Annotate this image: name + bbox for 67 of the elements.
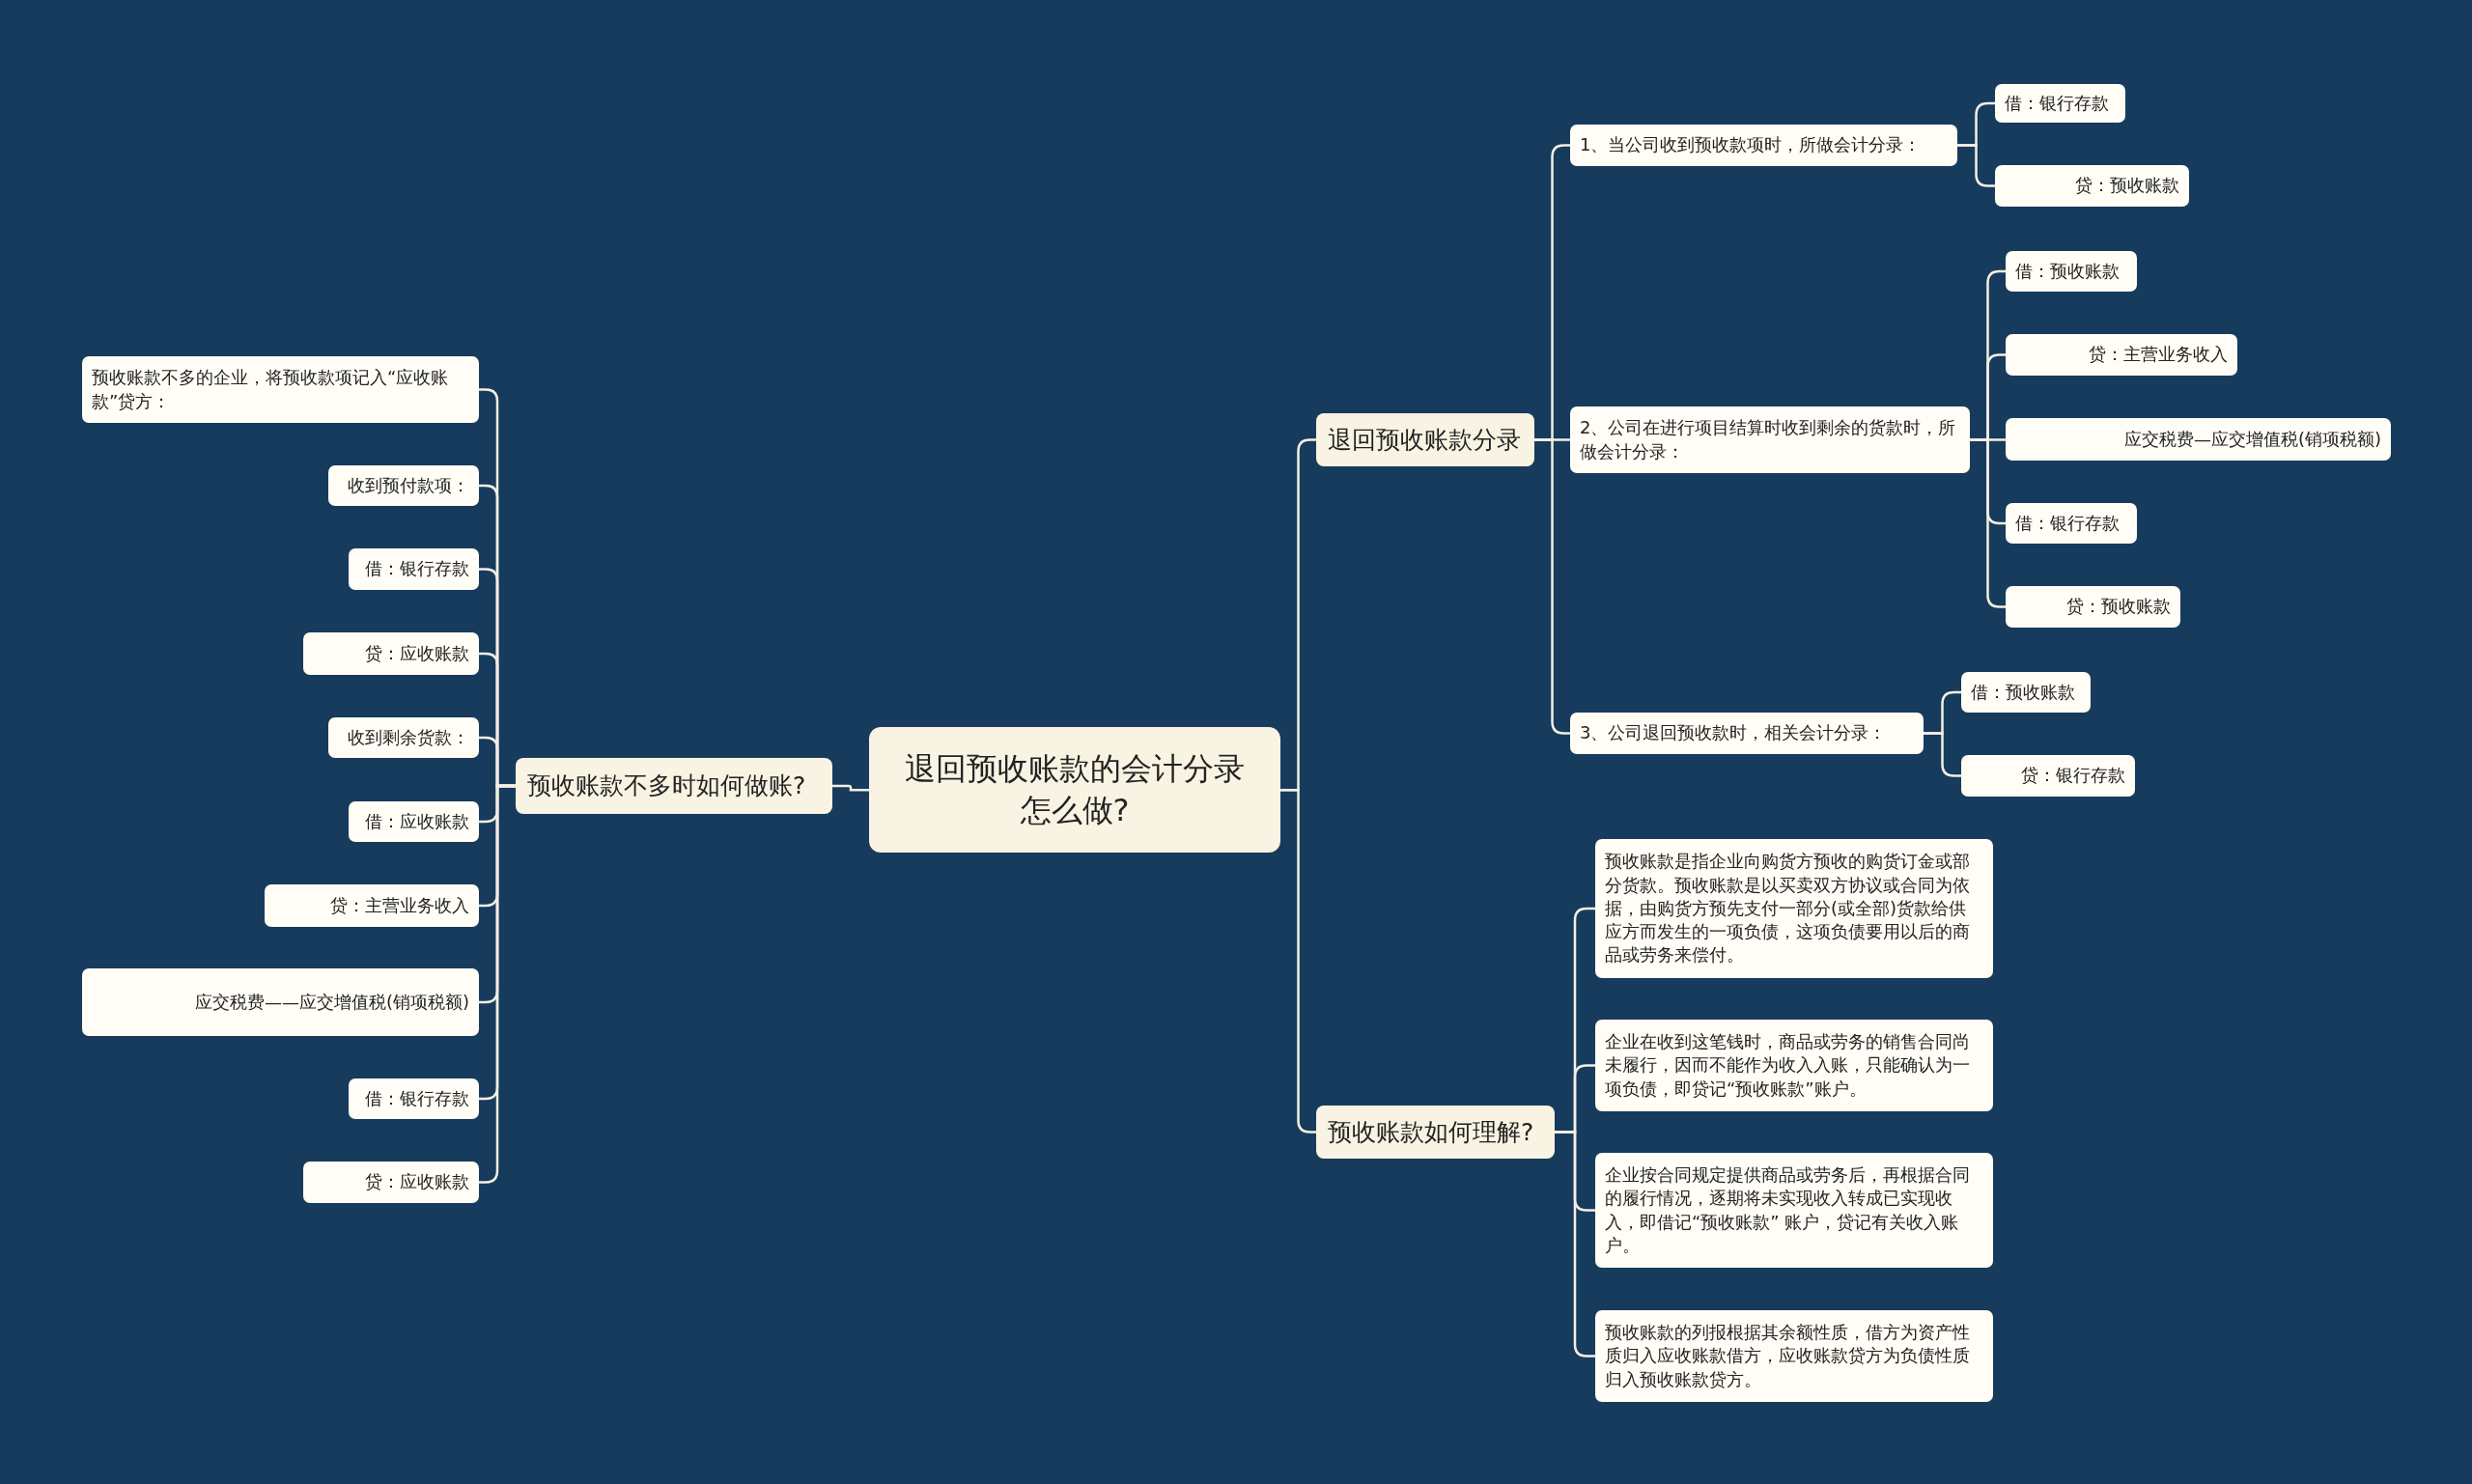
- leaf-topic: [1570, 713, 1924, 754]
- topic-text: 借：预收账款: [1971, 680, 2075, 704]
- topic-text: 借：预收账款: [2015, 259, 2120, 283]
- topic-text: 预收账款不多的企业，将预收款项记入“应收账款”贷方：: [92, 366, 450, 413]
- leaf-topic: [1570, 125, 1957, 166]
- topic-text: 2、公司在进行项目结算时收到剩余的货款时，所做会计分录：: [1580, 416, 1957, 463]
- topic-text: 贷：应收账款: [365, 641, 469, 665]
- topic-text: 贷：主营业务收入: [2089, 343, 2228, 367]
- leaf-topic: [328, 465, 479, 506]
- leaf-topic: [1961, 755, 2135, 797]
- topic-text: 预收账款的列报根据其余额性质，借方为资产性质归入应收账款借方，应收账款贷方为负债性质归入预收账款贷方。: [1605, 1321, 1971, 1391]
- leaf-topic: [1595, 1310, 1993, 1402]
- connector-line: [1957, 144, 1995, 187]
- branch-topic: [1316, 413, 1534, 466]
- branch-topic: [516, 758, 832, 814]
- leaf-topic: [303, 1162, 479, 1203]
- leaf-topic: [1595, 839, 1993, 978]
- leaf-topic: [2006, 334, 2237, 376]
- central-topic: [869, 727, 1280, 854]
- connector-line: [1555, 1131, 1595, 1358]
- topic-text: 贷：预收账款: [2066, 595, 2171, 619]
- leaf-topic: [1570, 406, 1970, 473]
- leaf-topic: [1995, 165, 2189, 207]
- topic-text: 贷：应收账款: [365, 1170, 469, 1194]
- topic-text: 预收账款如何理解?: [1328, 1116, 1534, 1148]
- connector-line: [1280, 788, 1316, 1134]
- topic-text: 预收账款不多时如何做账?: [527, 770, 806, 802]
- connector-line: [1924, 732, 1961, 777]
- leaf-topic: [2006, 586, 2180, 628]
- topic-text: 借：应收账款: [365, 809, 469, 833]
- topic-text: 贷：银行存款: [2021, 764, 2125, 788]
- leaf-topic: [349, 801, 479, 842]
- leaf-topic: [1595, 1153, 1993, 1268]
- leaf-topic: [1595, 1020, 1993, 1111]
- topic-text: 借：银行存款: [365, 1086, 469, 1110]
- leaf-topic: [349, 548, 479, 590]
- leaf-topic: [349, 1078, 479, 1119]
- topic-text: 退回预收账款分录: [1328, 424, 1521, 456]
- topic-text: 收到预付款项：: [348, 473, 469, 497]
- topic-text: 借：银行存款: [365, 557, 469, 581]
- topic-text: 退回预收账款的会计分录怎么做?: [904, 749, 1246, 831]
- topic-text: 应交税费——应交增值税(销项税额): [194, 990, 469, 1014]
- topic-text: 贷：预收账款: [2075, 174, 2179, 198]
- leaf-topic: [82, 356, 479, 423]
- topic-text: 企业按合同规定提供商品或劳务后，再根据合同的履行情况，逐期将未实现收入转成已实现收入，即借记“预收账款” 账户，贷记有关收入账户。: [1605, 1162, 1971, 1257]
- leaf-topic: [82, 968, 479, 1036]
- leaf-topic: [303, 632, 479, 675]
- leaf-topic: [265, 884, 479, 927]
- leaf-topic: [1961, 672, 2091, 713]
- topic-text: 预收账款是指企业向购货方预收的购货订金或部分货款。预收账款是以买卖双方协议或合同为依据，由购货方预先支付一部分(或全部)货款给供应方而发生的一项负债，这项负债要用以后的商品或劳务来偿付。: [1605, 850, 1971, 967]
- topic-text: 借：银行存款: [2015, 511, 2120, 535]
- branch-topic: [1316, 1106, 1555, 1159]
- topic-text: 应交税费—应交增值税(销项税额): [2123, 427, 2381, 451]
- connector-line: [832, 784, 869, 792]
- leaf-topic: [2006, 251, 2137, 292]
- topic-text: 1、当公司收到预收款项时，所做会计分录：: [1580, 133, 1922, 157]
- leaf-topic: [1995, 84, 2125, 123]
- topic-text: 收到剩余货款：: [348, 725, 469, 749]
- leaf-topic: [2006, 418, 2391, 461]
- connector-line: [479, 784, 516, 1184]
- topic-text: 贷：主营业务收入: [330, 893, 469, 917]
- topic-text: 企业在收到这笔钱时，商品或劳务的销售合同尚未履行，因而不能作为收入入账，只能确认为一项负债，即贷记“预收账款”账户。: [1605, 1030, 1971, 1101]
- connector-line: [1970, 438, 2006, 608]
- topic-text: 3、公司退回预收款时，相关会计分录：: [1580, 721, 1887, 745]
- leaf-topic: [328, 717, 479, 758]
- topic-text: 借：银行存款: [2005, 91, 2109, 115]
- leaf-topic: [2006, 503, 2137, 544]
